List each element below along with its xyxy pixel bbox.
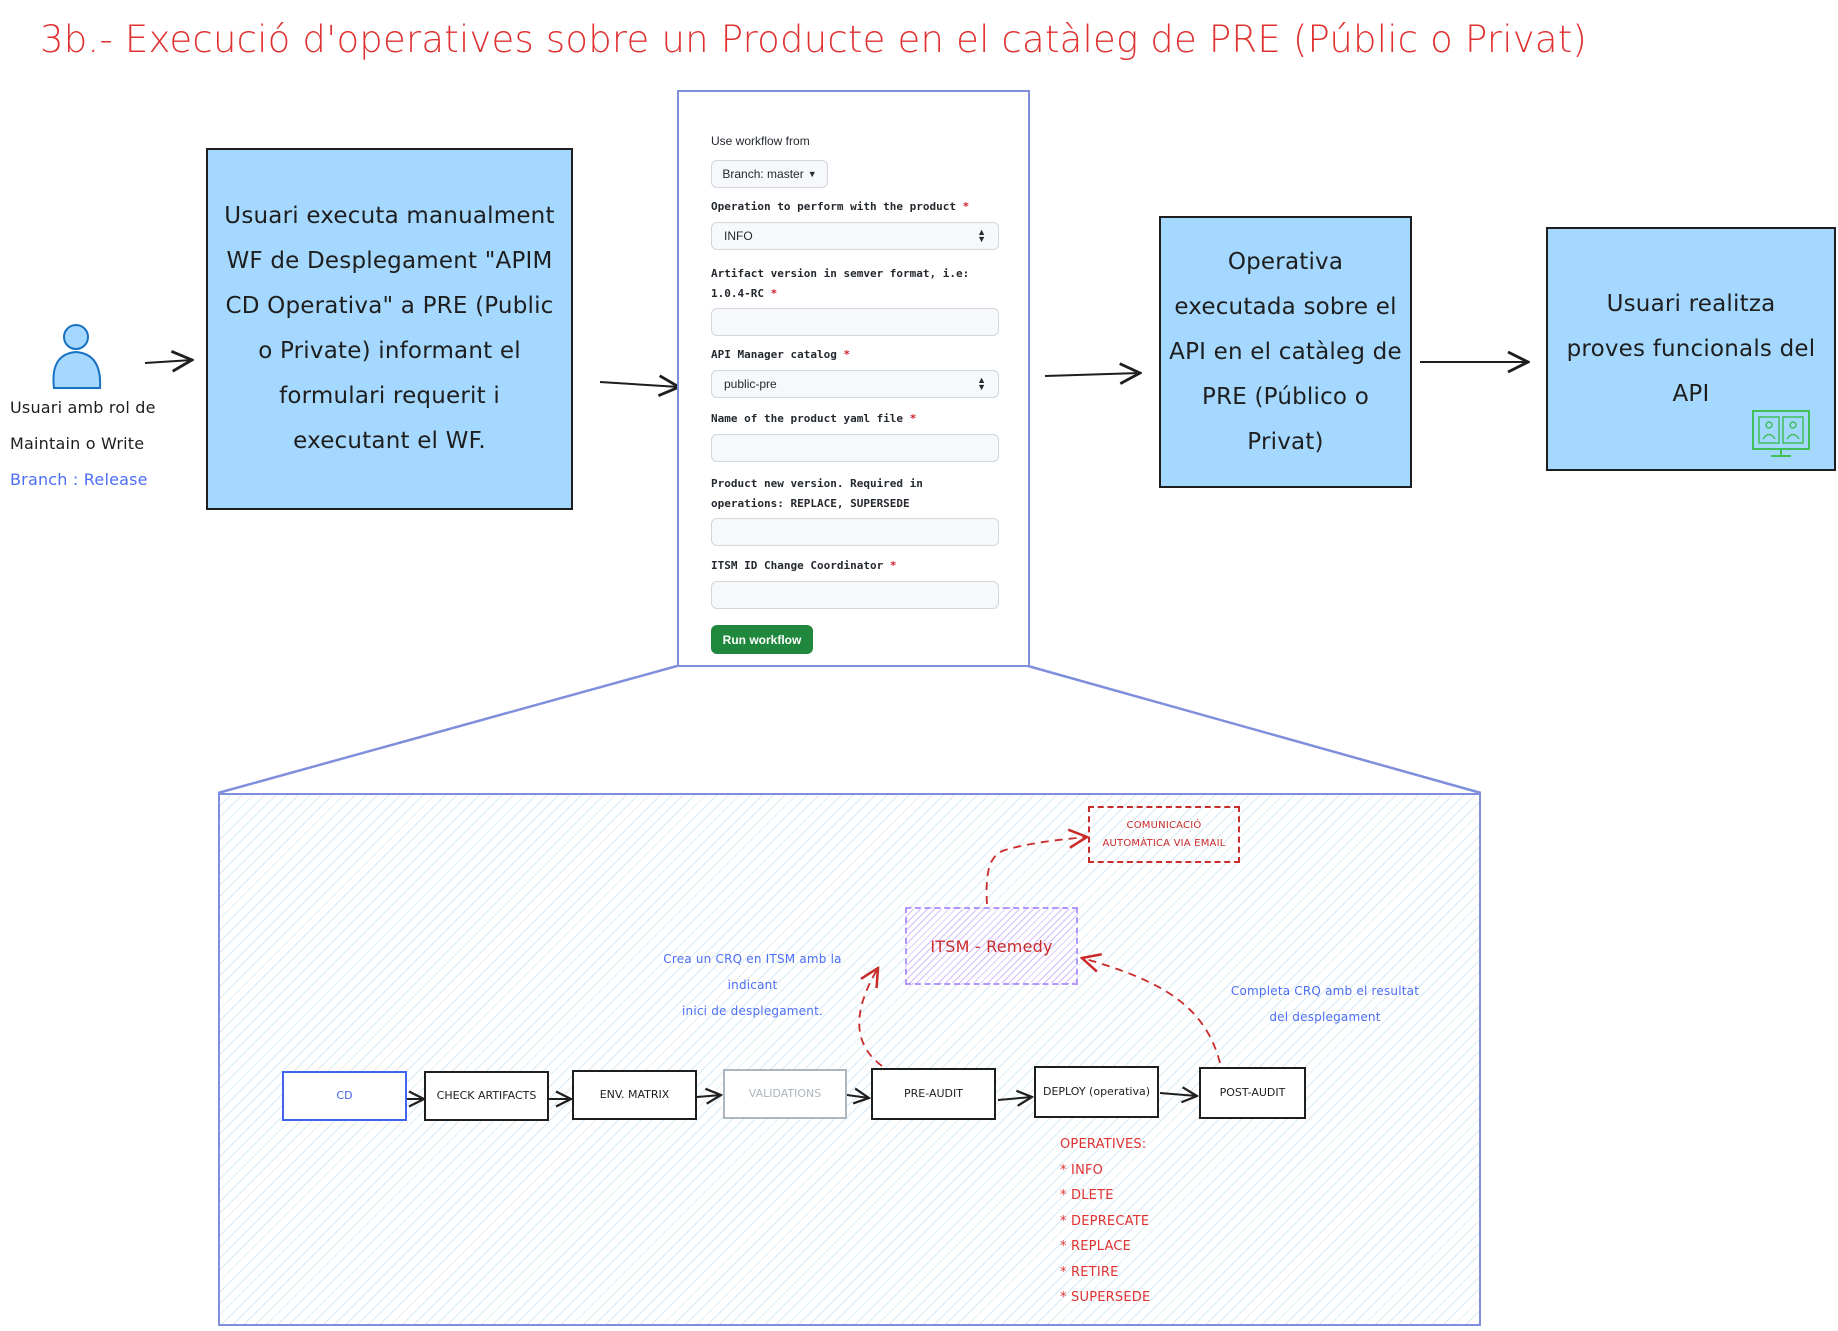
operation-label-text: Operation to perform with the product: [711, 200, 957, 213]
required-mark: *: [843, 348, 851, 361]
functional-tests-box: Usuari realitza proves funcionals del AP…: [1546, 227, 1836, 471]
step-check-artifacts: CHECK ARTIFACTS: [424, 1071, 549, 1121]
caret-down-icon: ▼: [807, 169, 817, 179]
email-notification-box: COMUNICACIÓ AUTOMÀTICA VIA EMAIL: [1088, 806, 1240, 863]
video-conference-icon: [1752, 410, 1810, 457]
operation-label: Operation to perform with the product *: [711, 200, 969, 213]
operative-item: * SUPERSEDE: [1060, 1290, 1151, 1305]
user-role-line2: Maintain o Write: [10, 434, 145, 453]
run-workflow-form: Use workflow from Branch: master ▼ Opera…: [677, 90, 1030, 667]
run-workflow-button[interactable]: Run workflow: [711, 625, 813, 654]
new-version-label: Product new version. Required in operati…: [711, 474, 923, 514]
artifact-version-label: Artifact version in semver format, i.e: …: [711, 264, 969, 304]
step-env-matrix: ENV. MATRIX: [572, 1070, 697, 1120]
use-workflow-from-label: Use workflow from: [711, 134, 810, 148]
operative-item: * DLETE: [1060, 1188, 1114, 1203]
note-create-crq-line1: Crea un CRQ en ITSM amb la indicant: [663, 952, 842, 992]
user-icon: [52, 324, 102, 389]
itsm-remedy-box: ITSM - Remedy: [905, 907, 1078, 985]
operation-executed-text: Operativa executada sobre el API en el c…: [1169, 248, 1402, 455]
artifact-label-line1: Artifact version in semver format, i.e:: [711, 267, 970, 280]
zoom-line-right: [1027, 664, 1482, 795]
required-mark: *: [909, 412, 917, 425]
user-role-label: Usuari amb rol de Maintain o Write: [10, 390, 156, 462]
yaml-file-input[interactable]: [711, 434, 999, 462]
yaml-label-text: Name of the product yaml file: [711, 412, 904, 425]
functional-tests-text: Usuari realitza proves funcionals del AP…: [1566, 290, 1816, 407]
pipeline-detail-area: [218, 793, 1481, 1326]
operation-executed-box: Operativa executada sobre el API en el c…: [1159, 216, 1412, 488]
operative-item: * RETIRE: [1060, 1264, 1119, 1280]
operation-value: INFO: [724, 229, 753, 243]
arrow-form-to-box2: [1044, 373, 1140, 376]
operatives-list: OPERATIVES: * INFO * DLETE * DEPRECATE *…: [1060, 1132, 1150, 1311]
new-version-line2: operations: REPLACE, SUPERSEDE: [711, 497, 910, 510]
step-post-audit: POST-AUDIT: [1199, 1067, 1306, 1119]
itsm-id-label: ITSM ID Change Coordinator *: [711, 559, 896, 572]
arrow-box1-to-form: [599, 382, 679, 387]
catalog-value: public-pre: [724, 377, 777, 391]
step-validations: VALIDATIONS: [723, 1069, 847, 1119]
artifact-label-line2: 1.0.4-RC: [711, 287, 764, 300]
operative-item: * REPLACE: [1060, 1239, 1132, 1254]
operative-item: * INFO: [1060, 1162, 1104, 1178]
note-complete-crq-line2: del desplegament: [1269, 1010, 1381, 1024]
note-complete-crq: Completa CRQ amb el resultat del despleg…: [1225, 978, 1425, 1030]
catalog-label: API Manager catalog *: [711, 348, 850, 361]
operatives-title: OPERATIVES:: [1060, 1137, 1147, 1152]
branch-select-button[interactable]: Branch: master ▼: [711, 160, 828, 188]
manual-workflow-text: Usuari executa manualment WF de Desplega…: [224, 203, 555, 454]
operation-select[interactable]: INFO ▲▼: [711, 222, 999, 250]
note-complete-crq-line1: Completa CRQ amb el resultat: [1230, 984, 1420, 998]
select-arrows-icon: ▲▼: [977, 375, 986, 392]
note-create-crq-line2: inici de desplegament.: [682, 1004, 823, 1018]
arrow-user-to-box1: [144, 360, 192, 363]
yaml-file-label: Name of the product yaml file *: [711, 412, 916, 425]
required-mark: *: [962, 200, 970, 213]
user-role-line1: Usuari amb rol de: [10, 398, 156, 417]
itsm-id-input[interactable]: [711, 581, 999, 609]
branch-select-label: Branch: master: [722, 167, 804, 181]
zoom-line-left: [217, 664, 678, 795]
catalog-label-text: API Manager catalog: [711, 348, 837, 361]
new-version-line1: Product new version. Required in: [711, 477, 923, 490]
page-title: 3b.- Execució d'operatives sobre un Prod…: [40, 18, 1588, 61]
artifact-version-input[interactable]: [711, 308, 999, 336]
manual-workflow-box: Usuari executa manualment WF de Desplega…: [206, 148, 573, 510]
step-cd: CD: [282, 1071, 407, 1121]
step-pre-audit: PRE-AUDIT: [871, 1068, 996, 1120]
operative-item: * DEPRECATE: [1060, 1213, 1150, 1229]
new-version-input[interactable]: [711, 518, 999, 546]
required-mark: *: [889, 559, 897, 572]
note-create-crq: Crea un CRQ en ITSM amb la indicant inic…: [640, 946, 865, 1024]
required-mark: *: [770, 287, 778, 300]
branch-label: Branch : Release: [10, 470, 148, 489]
select-arrows-icon: ▲▼: [977, 227, 986, 244]
catalog-select[interactable]: public-pre ▲▼: [711, 370, 999, 398]
itsm-id-label-text: ITSM ID Change Coordinator: [711, 559, 884, 572]
step-deploy-operativa: DEPLOY (operativa): [1034, 1066, 1159, 1118]
